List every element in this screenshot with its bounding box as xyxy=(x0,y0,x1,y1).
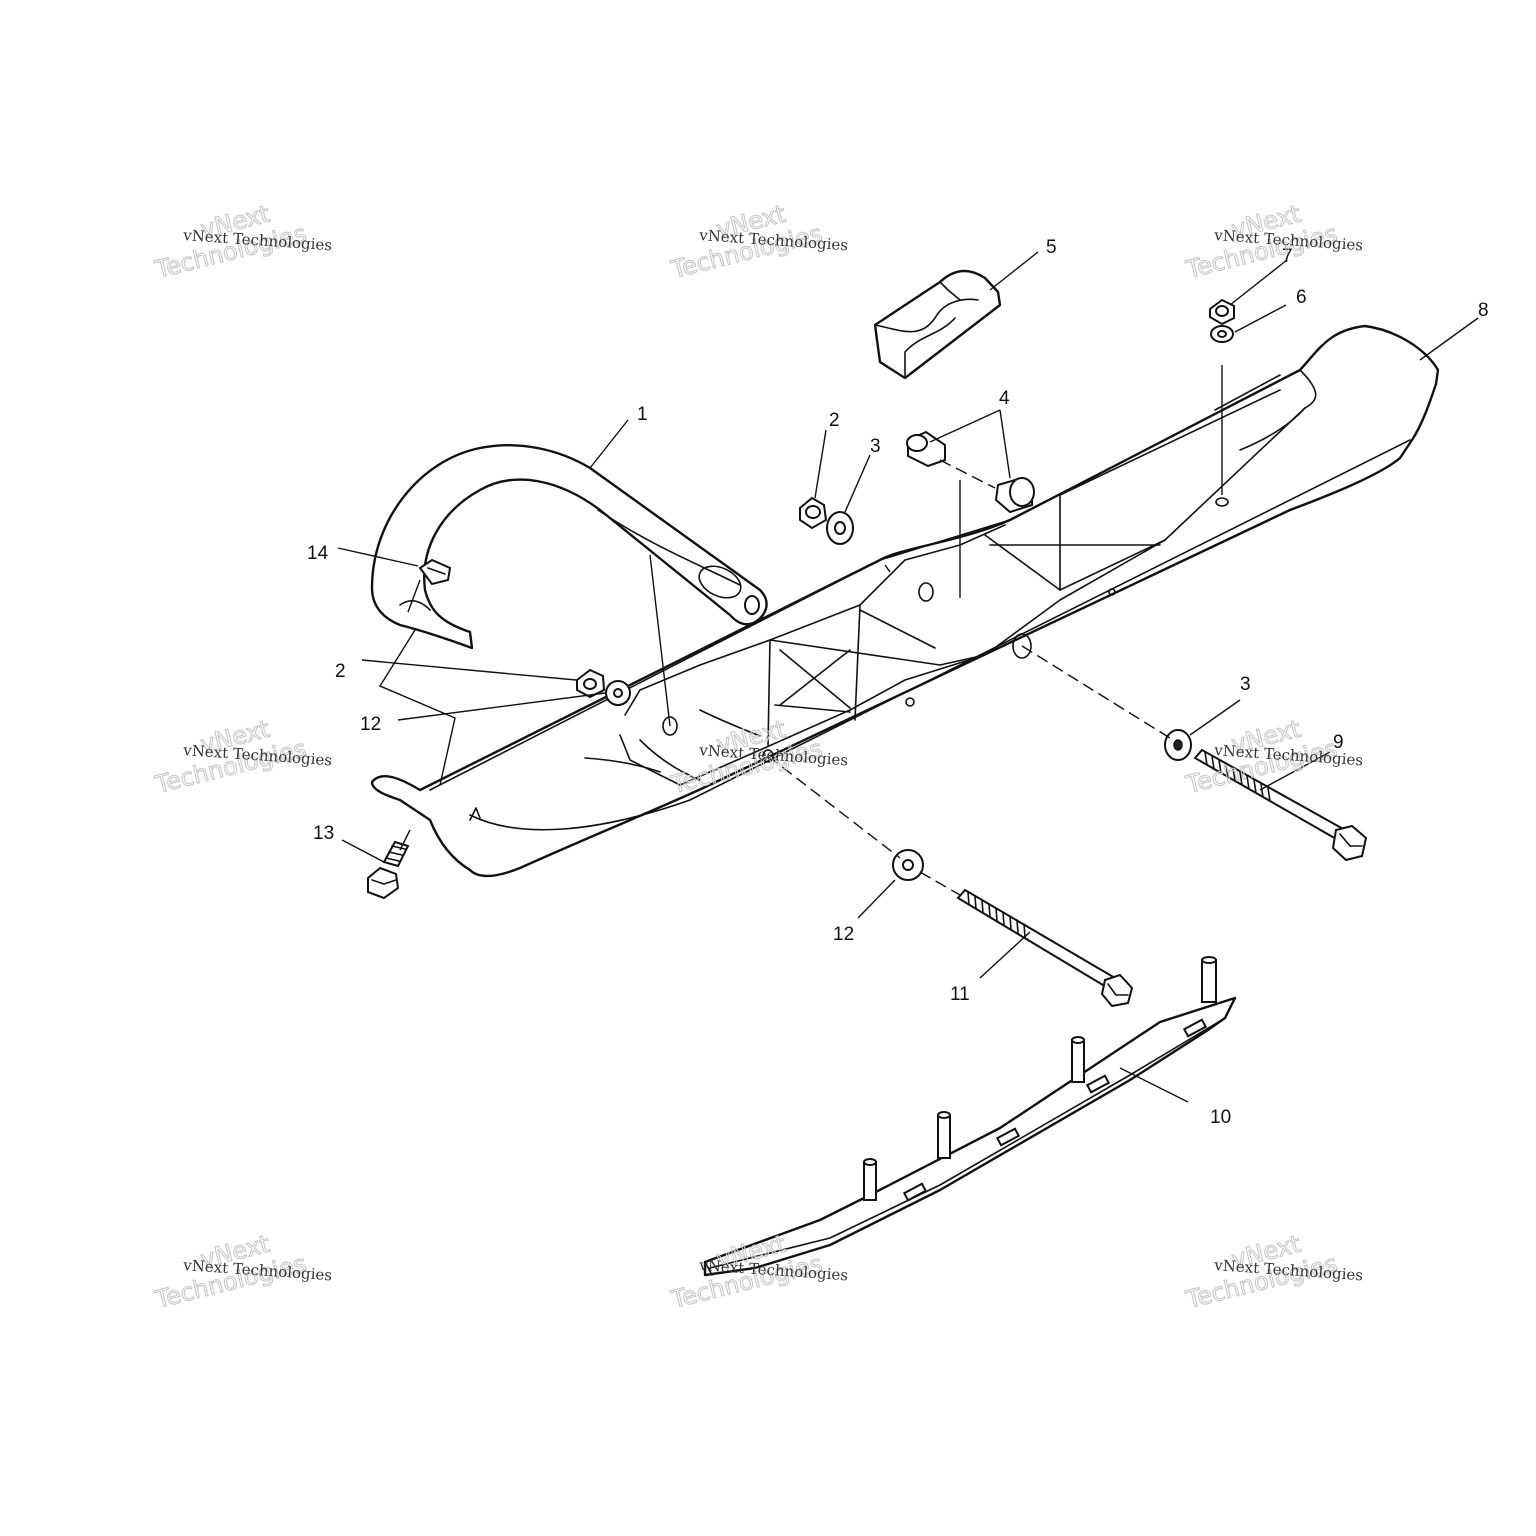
watermark-top-center: vNext Technologies vNext Technologies xyxy=(667,199,848,284)
callout-leaders xyxy=(337,251,1479,1103)
watermark-middle-left: vNext Technologies vNext Technologies xyxy=(151,714,332,799)
callout-14: 14 xyxy=(307,543,329,564)
callout-3: 3 xyxy=(870,436,881,457)
callout-8: 8 xyxy=(1478,300,1489,321)
watermark-top-left: vNext Technologies vNext Technologies xyxy=(151,199,332,284)
watermark-bottom-left: vNext Technologies vNext Technologies xyxy=(151,1229,332,1314)
bumper xyxy=(873,269,1002,380)
callout-2: 2 xyxy=(829,410,840,431)
bolt-9 xyxy=(1193,748,1368,862)
hardware-small xyxy=(418,298,1235,881)
callout-12-lower: 12 xyxy=(833,924,854,945)
loop-handle xyxy=(370,444,768,650)
callout-13: 13 xyxy=(313,823,334,844)
callout-9: 9 xyxy=(1333,732,1344,753)
ski-body xyxy=(370,324,1440,878)
callout-1: 1 xyxy=(637,404,648,425)
callout-10: 10 xyxy=(1210,1107,1231,1128)
callout-12-upper: 12 xyxy=(360,714,381,735)
bushings xyxy=(906,430,1035,514)
callout-6: 6 xyxy=(1296,287,1307,308)
callout-numbers: 1 2 3 4 5 6 7 8 9 10 11 12 13 14 2 3 12 xyxy=(307,237,1489,1128)
watermark-bottom-right: vNext Technologies vNext Technologies xyxy=(1182,1229,1363,1314)
callout-4: 4 xyxy=(999,388,1010,409)
bolt-11 xyxy=(956,888,1134,1008)
wear-bar xyxy=(703,956,1237,1277)
callout-3-right: 3 xyxy=(1240,674,1251,695)
callout-2-lower: 2 xyxy=(335,661,346,682)
callout-7: 7 xyxy=(1282,246,1293,267)
callout-11: 11 xyxy=(950,984,970,1005)
screw-13 xyxy=(367,840,410,900)
callout-5: 5 xyxy=(1046,237,1057,258)
assembly-lines xyxy=(378,365,1223,896)
